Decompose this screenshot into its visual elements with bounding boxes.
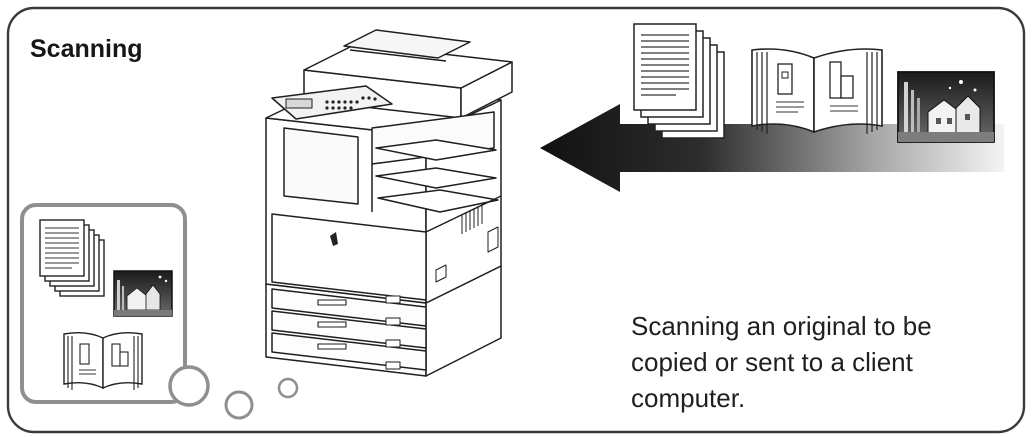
thought-bubble-dot-medium [224, 390, 254, 420]
caption-text: Scanning an original to be copied or sen… [631, 308, 991, 416]
caption-line-1: Scanning an original to be [631, 311, 932, 341]
multifunction-printer-icon [265, 29, 513, 377]
thought-bubble [20, 203, 299, 420]
panel-title: Scanning [30, 35, 143, 63]
thought-bubble-dot-large [168, 365, 210, 407]
open-book-icon [751, 48, 883, 134]
document-stack-icon [39, 219, 105, 297]
thought-bubble-dot-small [277, 377, 299, 399]
house-photo-icon [897, 71, 995, 143]
originals-group [633, 23, 995, 143]
caption-line-3: computer. [631, 383, 746, 413]
document-stack-icon [633, 23, 725, 139]
open-book-icon [63, 331, 143, 390]
house-photo-icon [113, 270, 173, 317]
caption-line-2: copied or sent to a client [631, 347, 913, 377]
